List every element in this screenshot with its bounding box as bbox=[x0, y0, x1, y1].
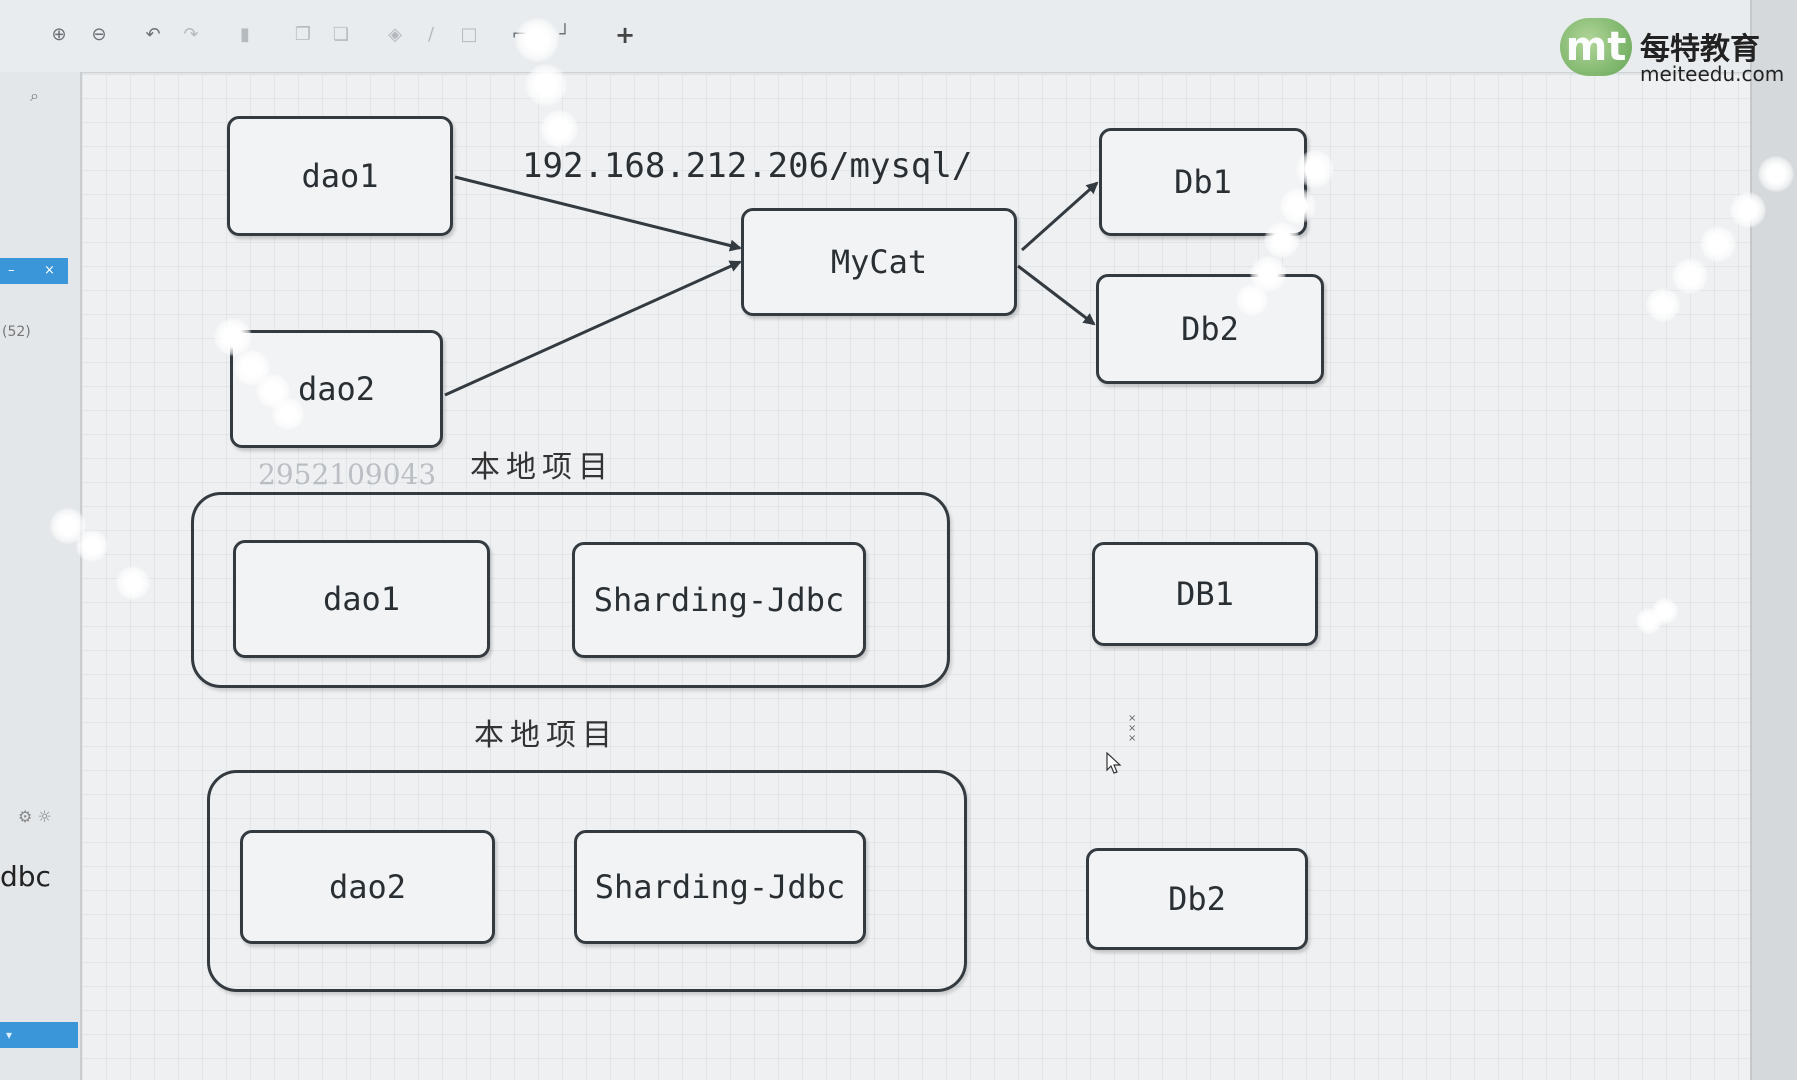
search-icon[interactable]: ⌕ bbox=[30, 86, 39, 105]
delete-icon[interactable]: ▮ bbox=[240, 24, 250, 45]
glare-reflection bbox=[1296, 150, 1334, 188]
glare-reflection bbox=[1264, 222, 1300, 258]
node-mycat[interactable]: MyCat bbox=[741, 208, 1017, 316]
glare-reflection bbox=[1730, 192, 1766, 228]
node-db1[interactable]: Db1 bbox=[1099, 128, 1307, 236]
toolbar: ⊕ ⊖ ↶ ↷ ▮ ❐ ❏ ◈ ∕ □ ⌐ ┘ + bbox=[0, 0, 1797, 73]
sidebar-label: dbc bbox=[0, 860, 51, 893]
glare-reflection bbox=[1280, 188, 1316, 224]
selection-handle[interactable]: ××× bbox=[1128, 713, 1137, 744]
glare-reflection bbox=[272, 398, 304, 430]
glare-reflection bbox=[1646, 288, 1680, 322]
glare-reflection bbox=[1758, 156, 1794, 192]
sidebar-action-bar[interactable]: ▾ bbox=[0, 1022, 78, 1048]
glare-reflection bbox=[540, 110, 578, 148]
group1-caption: 本地项目 bbox=[470, 450, 614, 485]
shadow-icon[interactable]: □ bbox=[460, 24, 478, 45]
glare-reflection bbox=[515, 18, 559, 62]
edge-dao2-mycat[interactable] bbox=[444, 260, 742, 397]
sidebar-panel-header[interactable]: – × bbox=[0, 258, 68, 284]
edge-mycat-db2[interactable] bbox=[1017, 264, 1096, 326]
watermark-text: 2952109043 bbox=[258, 458, 437, 491]
left-sidebar: ⌕ – × (52) ⚙ ☼ dbc ▾ bbox=[0, 72, 82, 1080]
mouse-cursor-icon bbox=[1106, 752, 1122, 774]
group2-sharding-jdbc[interactable]: Sharding-Jdbc bbox=[574, 830, 866, 944]
glare-reflection bbox=[525, 64, 567, 106]
line-color-icon[interactable]: ∕ bbox=[427, 24, 435, 45]
node-dao1[interactable]: dao1 bbox=[227, 116, 453, 236]
close-button[interactable]: × bbox=[44, 263, 55, 278]
brand-logo: mt 每特教育 meiteedu.com bbox=[1560, 10, 1784, 90]
to-front-icon[interactable]: ❐ bbox=[294, 24, 312, 45]
node-db2[interactable]: Db2 bbox=[1096, 274, 1324, 384]
group1-sharding-jdbc[interactable]: Sharding-Jdbc bbox=[572, 542, 866, 658]
to-back-icon[interactable]: ❏ bbox=[332, 24, 350, 45]
connection-icon[interactable]: ┘ bbox=[559, 24, 571, 45]
glare-reflection bbox=[1236, 284, 1268, 316]
group2-db[interactable]: Db2 bbox=[1086, 848, 1308, 950]
glare-reflection bbox=[1672, 258, 1708, 294]
add-button[interactable]: + bbox=[614, 21, 636, 49]
logo-name: 每特教育 bbox=[1640, 32, 1760, 67]
logo-site: meiteedu.com bbox=[1640, 62, 1785, 86]
glare-reflection bbox=[76, 530, 108, 562]
connection-url-label: 192.168.212.206/mysql/ bbox=[522, 146, 973, 186]
group2-container[interactable] bbox=[207, 770, 967, 992]
fill-color-icon[interactable]: ◈ bbox=[388, 24, 402, 45]
glare-reflection bbox=[1700, 226, 1736, 262]
minimize-button[interactable]: – bbox=[8, 263, 15, 278]
logo-mark: mt bbox=[1560, 18, 1632, 76]
group1-container[interactable] bbox=[191, 492, 950, 688]
settings-icon[interactable]: ⚙ ☼ bbox=[18, 807, 52, 826]
glare-reflection bbox=[1652, 598, 1678, 624]
undo-icon[interactable]: ↶ bbox=[145, 24, 161, 45]
group1-dao[interactable]: dao1 bbox=[233, 540, 490, 658]
group2-dao[interactable]: dao2 bbox=[240, 830, 495, 944]
group1-db[interactable]: DB1 bbox=[1092, 542, 1318, 646]
glare-reflection bbox=[116, 566, 150, 600]
zoom-out-icon[interactable]: ⊖ bbox=[91, 24, 107, 45]
glare-reflection bbox=[214, 318, 252, 356]
zoom-in-icon[interactable]: ⊕ bbox=[51, 24, 67, 45]
edge-mycat-db1[interactable] bbox=[1021, 181, 1099, 252]
edge-dao1-mycat[interactable] bbox=[454, 175, 742, 252]
redo-icon[interactable]: ↷ bbox=[183, 24, 199, 45]
item-count: (52) bbox=[2, 324, 31, 340]
group2-caption: 本地项目 bbox=[474, 718, 618, 753]
